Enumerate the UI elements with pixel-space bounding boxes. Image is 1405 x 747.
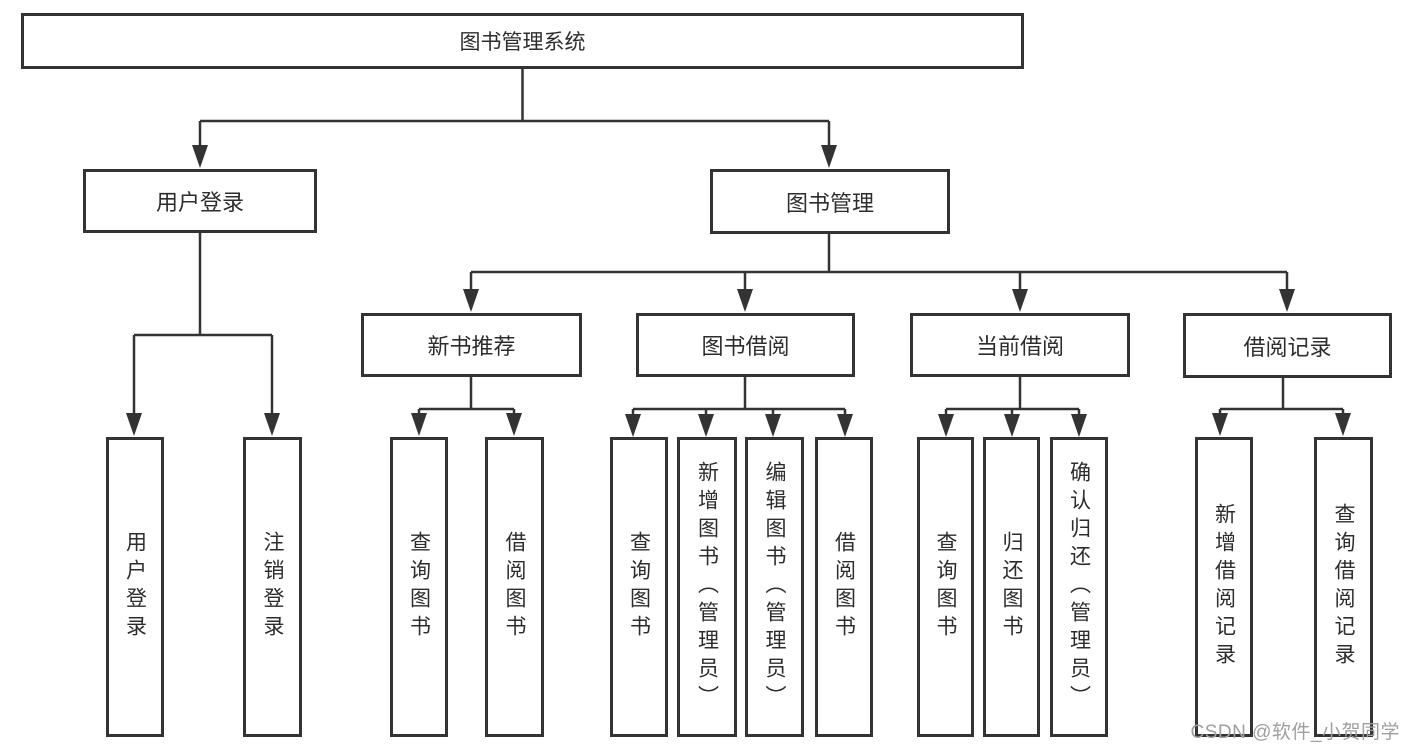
node-borrowing-records: 借阅记录 <box>1183 313 1392 378</box>
leaf-query-books-current: 查询图书 <box>917 437 974 737</box>
leaf-query-books-recommend: 查询图书 <box>390 437 448 737</box>
leaf-borrow-books-recommend-label: 借阅图书 <box>503 531 526 643</box>
leaf-confirm-return-admin-label: 确认归还（管理员） <box>1067 461 1091 713</box>
node-user-login-branch: 用户登录 <box>83 169 317 233</box>
watermark-text: CSDN @软件_小贺同学 <box>1190 722 1400 743</box>
leaf-add-books-admin-label: 新增图书（管理员） <box>695 461 719 713</box>
leaf-add-borrow-record: 新增借阅记录 <box>1195 437 1253 737</box>
node-library-management-system: 图书管理系统 <box>21 13 1024 69</box>
leaf-borrow-books-borrowing-label: 借阅图书 <box>832 531 856 643</box>
leaf-return-books: 归还图书 <box>983 437 1040 737</box>
leaf-edit-books-admin: 编辑图书（管理员） <box>745 437 804 737</box>
leaf-edit-books-admin-label: 编辑图书（管理员） <box>763 461 786 713</box>
leaf-borrow-books-recommend: 借阅图书 <box>485 437 544 737</box>
leaf-query-borrow-record-label: 查询借阅记录 <box>1332 503 1355 671</box>
leaf-query-books-current-label: 查询图书 <box>934 531 957 643</box>
node-book-management-branch: 图书管理 <box>710 169 950 234</box>
node-new-book-recommendation: 新书推荐 <box>361 313 582 377</box>
leaf-borrow-books-borrowing: 借阅图书 <box>815 437 873 737</box>
leaf-query-books-borrowing-label: 查询图书 <box>627 531 651 643</box>
leaf-add-books-admin: 新增图书（管理员） <box>677 437 737 737</box>
leaf-user-login-label: 用户登录 <box>123 531 147 643</box>
leaf-logout: 注销登录 <box>243 437 302 737</box>
leaf-return-books-label: 归还图书 <box>1000 531 1023 643</box>
leaf-logout-label: 注销登录 <box>261 531 284 643</box>
leaf-confirm-return-admin: 确认归还（管理员） <box>1050 437 1108 737</box>
node-current-borrowing: 当前借阅 <box>910 313 1130 377</box>
leaf-query-books-borrowing: 查询图书 <box>610 437 668 737</box>
leaf-add-borrow-record-label: 新增借阅记录 <box>1212 503 1236 671</box>
leaf-user-login: 用户登录 <box>106 437 164 737</box>
node-book-borrowing: 图书借阅 <box>636 313 855 377</box>
leaf-query-books-recommend-label: 查询图书 <box>407 531 431 643</box>
leaf-query-borrow-record: 查询借阅记录 <box>1314 437 1373 737</box>
